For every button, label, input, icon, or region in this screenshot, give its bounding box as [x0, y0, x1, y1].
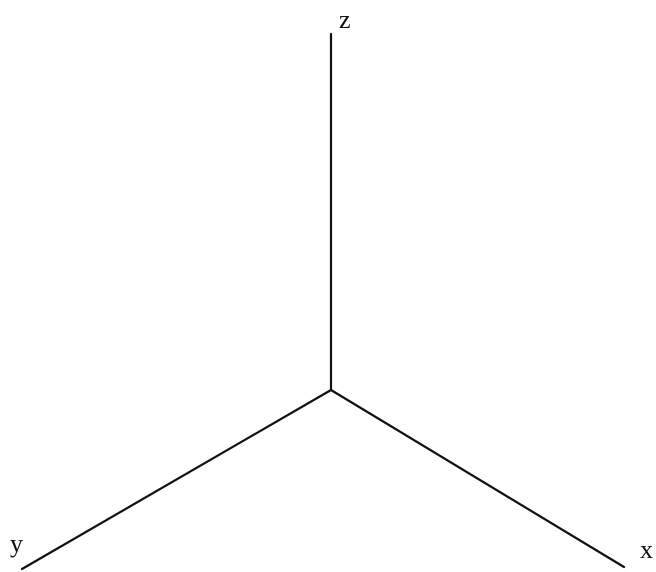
y-axis-label: y	[10, 529, 23, 558]
x-axis-label: x	[640, 535, 653, 564]
y-axis-line	[20, 388, 333, 571]
z-axis-label: z	[339, 5, 351, 34]
x-axis-line	[329, 388, 626, 569]
